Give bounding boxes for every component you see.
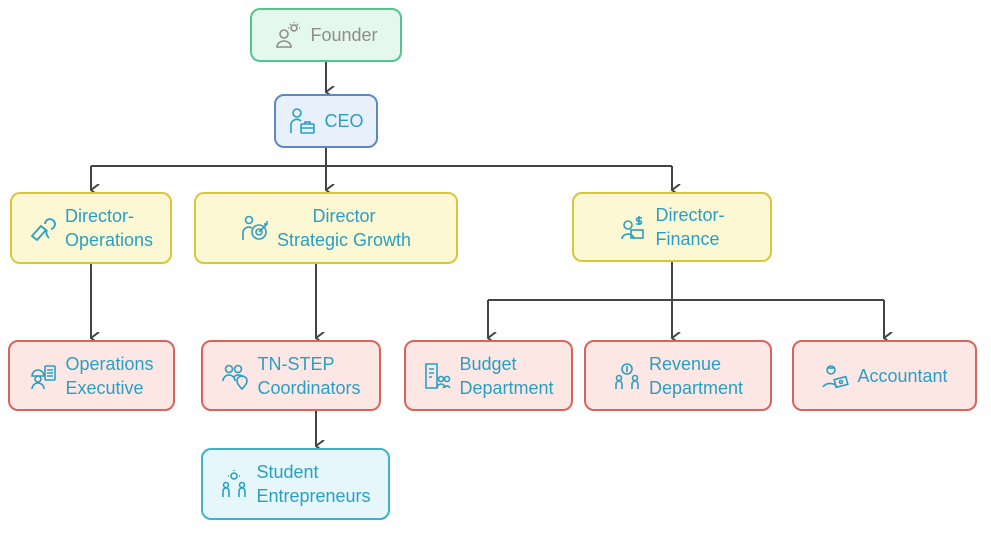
node-label: CEO [324,111,364,131]
node-label: Operations [64,230,154,250]
accountant-icon [822,364,850,388]
target-person-icon [242,215,268,240]
edge-fin-bus [488,262,884,301]
node-label: Department [459,377,554,398]
idea-person-icon [276,22,301,48]
people-location-icon [222,364,249,390]
node-label: Revenue [648,353,722,374]
node-director-operations[interactable]: Director- Operations [10,192,172,264]
node-label: TN-STEP [257,353,335,374]
node-label: Director [312,206,376,226]
node-label: Operations [65,353,154,374]
node-label: Entrepreneurs [256,486,371,506]
money-people-icon [615,362,639,389]
node-label: Accountant [857,365,948,386]
wrench-hand-icon [30,218,56,242]
node-label: Department [648,377,744,398]
node-label: Director- [655,205,725,225]
document-people-icon [425,362,452,389]
node-label: Director- [64,206,134,226]
node-label: Student [256,462,319,482]
node-accountant[interactable]: Accountant [792,340,977,411]
node-ceo[interactable]: CEO [274,94,378,148]
node-founder[interactable]: Founder [250,8,402,62]
node-director-finance[interactable]: Director- Finance [572,192,772,262]
node-label: Strategic Growth [276,230,412,250]
node-label: Executive [65,377,144,398]
node-tn-step-coordinators[interactable]: TN-STEP Coordinators [201,340,381,411]
worker-clipboard-icon [31,364,57,389]
idea-people-icon [222,470,247,497]
node-label: Founder [310,25,378,45]
node-label: Coordinators [257,377,361,398]
edge-ceo-bus [91,148,672,167]
person-briefcase-icon [290,108,316,134]
node-label: Budget [459,353,517,374]
node-label: Finance [655,229,720,249]
finance-laptop-icon [621,216,645,240]
